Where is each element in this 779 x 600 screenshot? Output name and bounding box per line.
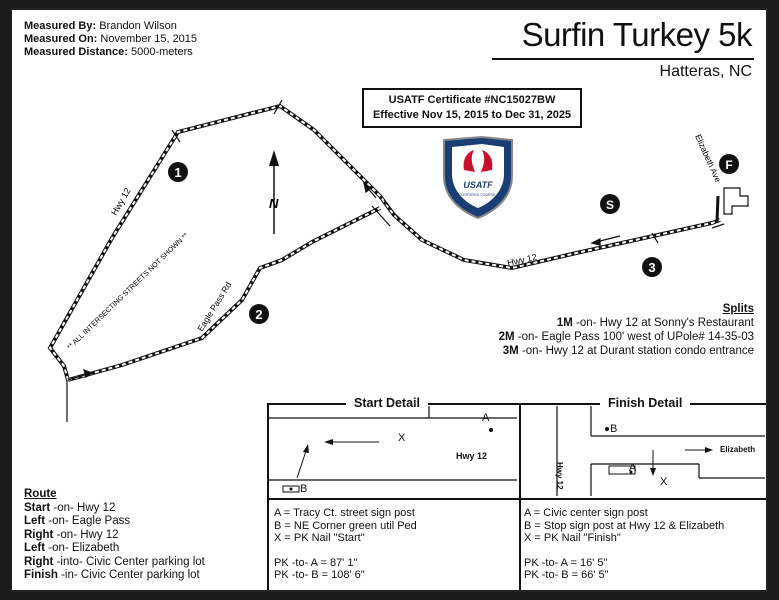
start-note-a: A = Tracy Ct. street sign post: [274, 507, 415, 519]
svg-text:2: 2: [255, 307, 262, 322]
splits-title: Splits: [722, 303, 754, 315]
finish-note-x: X = PK Nail "Finish": [524, 532, 621, 544]
course-map-sheet: N Hwy 12 Hwy 12 Eagle Pass Rd Elizabeth …: [10, 8, 768, 592]
finish-detail-b: B: [610, 423, 618, 435]
start-note-x: X = PK Nail "Start": [274, 532, 365, 544]
finish-detail-x: X: [660, 476, 668, 488]
start-detail-x: X: [398, 432, 406, 444]
svg-text:1: 1: [174, 165, 181, 180]
measured-by-label: Measured By:: [24, 20, 97, 32]
split-row-3: 3M -on- Hwy 12 at Durant station condo e…: [502, 345, 754, 357]
course-map: N Hwy 12 Hwy 12 Eagle Pass Rd Elizabeth …: [47, 99, 749, 422]
north-arrow: [269, 150, 279, 234]
route-row-6: Finish -in- Civic Center parking lot: [24, 569, 200, 581]
start-detail-b: B: [300, 483, 308, 495]
measured-on-value: November 15, 2015: [100, 33, 198, 45]
start-marker: S: [600, 194, 620, 214]
measured-distance-label: Measured Distance:: [24, 46, 128, 58]
route-list: Route Start -on- Hwy 12 Left -on- Eagle …: [24, 488, 205, 583]
race-location: Hatteras, NC: [659, 63, 752, 80]
certificate-box: USATF Certificate #NC15027BW Effective N…: [362, 88, 582, 128]
civic-center-building: [723, 187, 749, 215]
measured-on-label: Measured On:: [24, 33, 98, 45]
finish-detail-a: A: [629, 462, 637, 474]
start-pk-b: PK -to- B = 108' 6": [274, 569, 365, 581]
measured-by-value: Brandon Wilson: [99, 20, 177, 32]
finish-detail-title: Finish Detail: [600, 396, 691, 410]
finish-pk-b: PK -to- B = 66' 5": [524, 569, 609, 581]
split-row-1: 1M -on- Hwy 12 at Sonny's Restaurant: [556, 317, 754, 329]
direction-arrows: [67, 181, 621, 381]
detail-panels: [267, 403, 766, 590]
route-row-1: Start -on- Hwy 12: [24, 501, 116, 514]
start-detail-diagram: [269, 406, 517, 493]
mile-marker-3: 3: [642, 257, 662, 277]
svg-text:CERTIFIED COURSE: CERTIFIED COURSE: [461, 193, 496, 197]
north-label: N: [269, 196, 279, 211]
finish-note-a: A = Civic center sign post: [524, 507, 648, 519]
race-title: Surfin Turkey 5k: [521, 16, 753, 53]
measurement-info: Measured By: Brandon Wilson Measured On:…: [24, 20, 197, 59]
certificate-effective: Effective Nov 15, 2015 to Dec 31, 2025: [372, 109, 572, 121]
start-pk-a: PK -to- A = 87' 1": [274, 556, 358, 569]
mile-marker-2: 2: [249, 304, 269, 324]
finish-marker: F: [719, 154, 739, 174]
start-note-b: B = NE Corner green util Ped: [274, 519, 417, 532]
svg-text:F: F: [725, 158, 732, 172]
route-row-5: Right -into- Civic Center parking lot: [24, 555, 205, 568]
finish-note-b: B = Stop sign post at Hwy 12 & Elizabeth: [524, 519, 725, 532]
mile-marker-1: 1: [168, 162, 188, 182]
elizabeth-ave-label: Elizabeth Ave: [693, 133, 723, 184]
usatf-logo: USATF CERTIFIED COURSE: [443, 135, 513, 220]
title-rule: [492, 58, 754, 60]
finish-detail-diagram: [556, 406, 765, 496]
start-detail-road: Hwy 12: [456, 451, 488, 461]
finish-pk-a: PK -to- A = 16' 5": [524, 556, 608, 569]
route-row-3: Right -on- Hwy 12: [24, 528, 119, 541]
start-detail-title: Start Detail: [346, 396, 428, 410]
finish-detail-road-v: Hwy 12: [555, 462, 564, 490]
finish-detail-road-h: Elizabeth: [720, 445, 756, 454]
split-row-2: 2M -on- Eagle Pass 100' west of UPole# 1…: [498, 331, 754, 343]
route-row-2: Left -on- Eagle Pass: [24, 515, 131, 527]
start-detail-notes: A = Tracy Ct. street sign post B = NE Co…: [274, 507, 417, 582]
road-stubs: [66, 99, 725, 422]
svg-text:S: S: [606, 198, 614, 212]
finish-detail-notes: A = Civic center sign post B = Stop sign…: [524, 507, 724, 582]
measured-distance-value: 5000-meters: [131, 46, 193, 58]
svg-text:3: 3: [648, 260, 655, 275]
certificate-number: USATF Certificate #NC15027BW: [388, 94, 556, 106]
svg-text:USATF: USATF: [463, 180, 493, 190]
splits-panel: Splits 1M -on- Hwy 12 at Sonny's Restaur…: [499, 302, 754, 358]
start-detail-a: A: [482, 412, 490, 424]
course-route: [47, 103, 721, 382]
route-title: Route: [24, 488, 57, 500]
route-row-4: Left -on- Elizabeth: [24, 542, 120, 554]
